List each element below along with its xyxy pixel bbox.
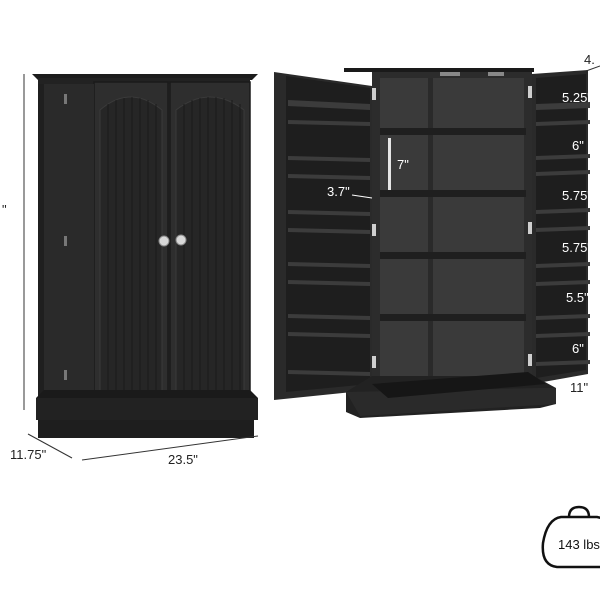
- door-spacing-5: 5.5": [566, 290, 589, 305]
- height-label: ": [2, 202, 7, 217]
- door-spacing-2: 6": [572, 138, 584, 153]
- door-spacing-3: 5.75": [562, 188, 592, 203]
- closed-cabinet: [32, 74, 258, 438]
- knob-left-icon: [158, 235, 170, 247]
- width-label: 23.5": [168, 452, 198, 467]
- knob-right-icon: [175, 234, 187, 246]
- weight-icon: [541, 505, 600, 569]
- door-spacing-1: 5.25": [562, 90, 592, 105]
- open-cabinet: [274, 68, 590, 418]
- door-spacing-4: 5.75": [562, 240, 592, 255]
- door-rack-label: 3.7": [327, 184, 350, 199]
- weight-label: 143 lbs: [558, 537, 600, 552]
- side-depth-bottom-label: 11": [570, 380, 589, 395]
- depth-label: 11.75": [10, 447, 47, 462]
- side-depth-top-label: 4.: [584, 52, 595, 67]
- door-spacing-6: 6": [572, 341, 584, 356]
- shelf-gap-label: 7": [397, 157, 409, 172]
